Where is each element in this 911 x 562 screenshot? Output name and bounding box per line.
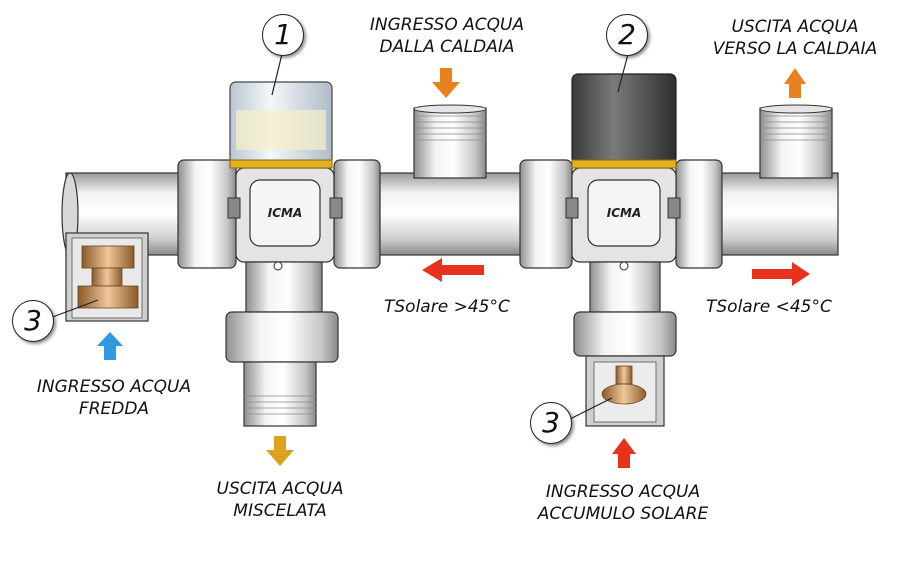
arrow-flow-right [752, 262, 810, 286]
label-mixed-outlet-line2: MISCELATA [233, 501, 327, 521]
callout-3-left: 3 [12, 300, 54, 342]
callout-1: 1 [262, 14, 304, 56]
label-solar-inlet-line2: ACCUMULO SOLARE [537, 504, 709, 524]
thermostatic-cap-dark [571, 73, 677, 165]
label-inlet-boiler-line2: DALLA CALDAIA [379, 37, 515, 57]
brand-logo-1: ICMA [268, 206, 303, 220]
boiler-inlet-fitting [413, 104, 487, 179]
callout-leaders [49, 53, 629, 421]
label-solar-inlet-line1: INGRESSO ACQUA [545, 482, 701, 502]
callout-2: 2 [606, 14, 648, 56]
check-valve-left [65, 232, 149, 322]
label-outlet-boiler-line1: USCITA ACQUA [731, 17, 859, 37]
label-cold-inlet: INGRESSO ACQUA FREDDA [14, 376, 214, 420]
callout-3-right: 3 [530, 402, 572, 444]
union-nuts [177, 159, 723, 269]
arrow-solar-inlet-up [612, 438, 636, 468]
label-inlet-boiler: INGRESSO ACQUA DALLA CALDAIA [352, 14, 542, 58]
arrow-cold-inlet-up [97, 332, 123, 360]
label-outlet-boiler-line2: VERSO LA CALDAIA [712, 39, 878, 59]
mixing-valve-2: ICMA [565, 73, 681, 427]
label-outlet-boiler: USCITA ACQUA VERSO LA CALDAIA [690, 16, 900, 60]
label-temp-low: TSolare <45°C [706, 297, 832, 317]
label-cold-inlet-line1: INGRESSO ACQUA [36, 377, 192, 397]
label-solar-inlet: INGRESSO ACQUA ACCUMULO SOLARE [508, 481, 738, 525]
arrow-mixed-outlet-down [266, 436, 294, 466]
arrow-inlet-boiler-down [432, 68, 460, 98]
label-temp-high: TSolare >45°C [384, 297, 510, 317]
arrow-outlet-boiler-up [784, 68, 806, 98]
arrow-flow-left [422, 258, 484, 282]
brand-logo-2: ICMA [607, 206, 642, 220]
mixing-valve-1: ICMA [225, 81, 343, 427]
label-cold-inlet-line2: FREDDA [78, 399, 150, 419]
label-inlet-boiler-line1: INGRESSO ACQUA [369, 15, 525, 35]
label-mixed-outlet-line1: USCITA ACQUA [216, 479, 344, 499]
boiler-outlet-fitting [759, 104, 833, 179]
label-mixed-outlet: USCITA ACQUA MISCELATA [190, 478, 370, 522]
